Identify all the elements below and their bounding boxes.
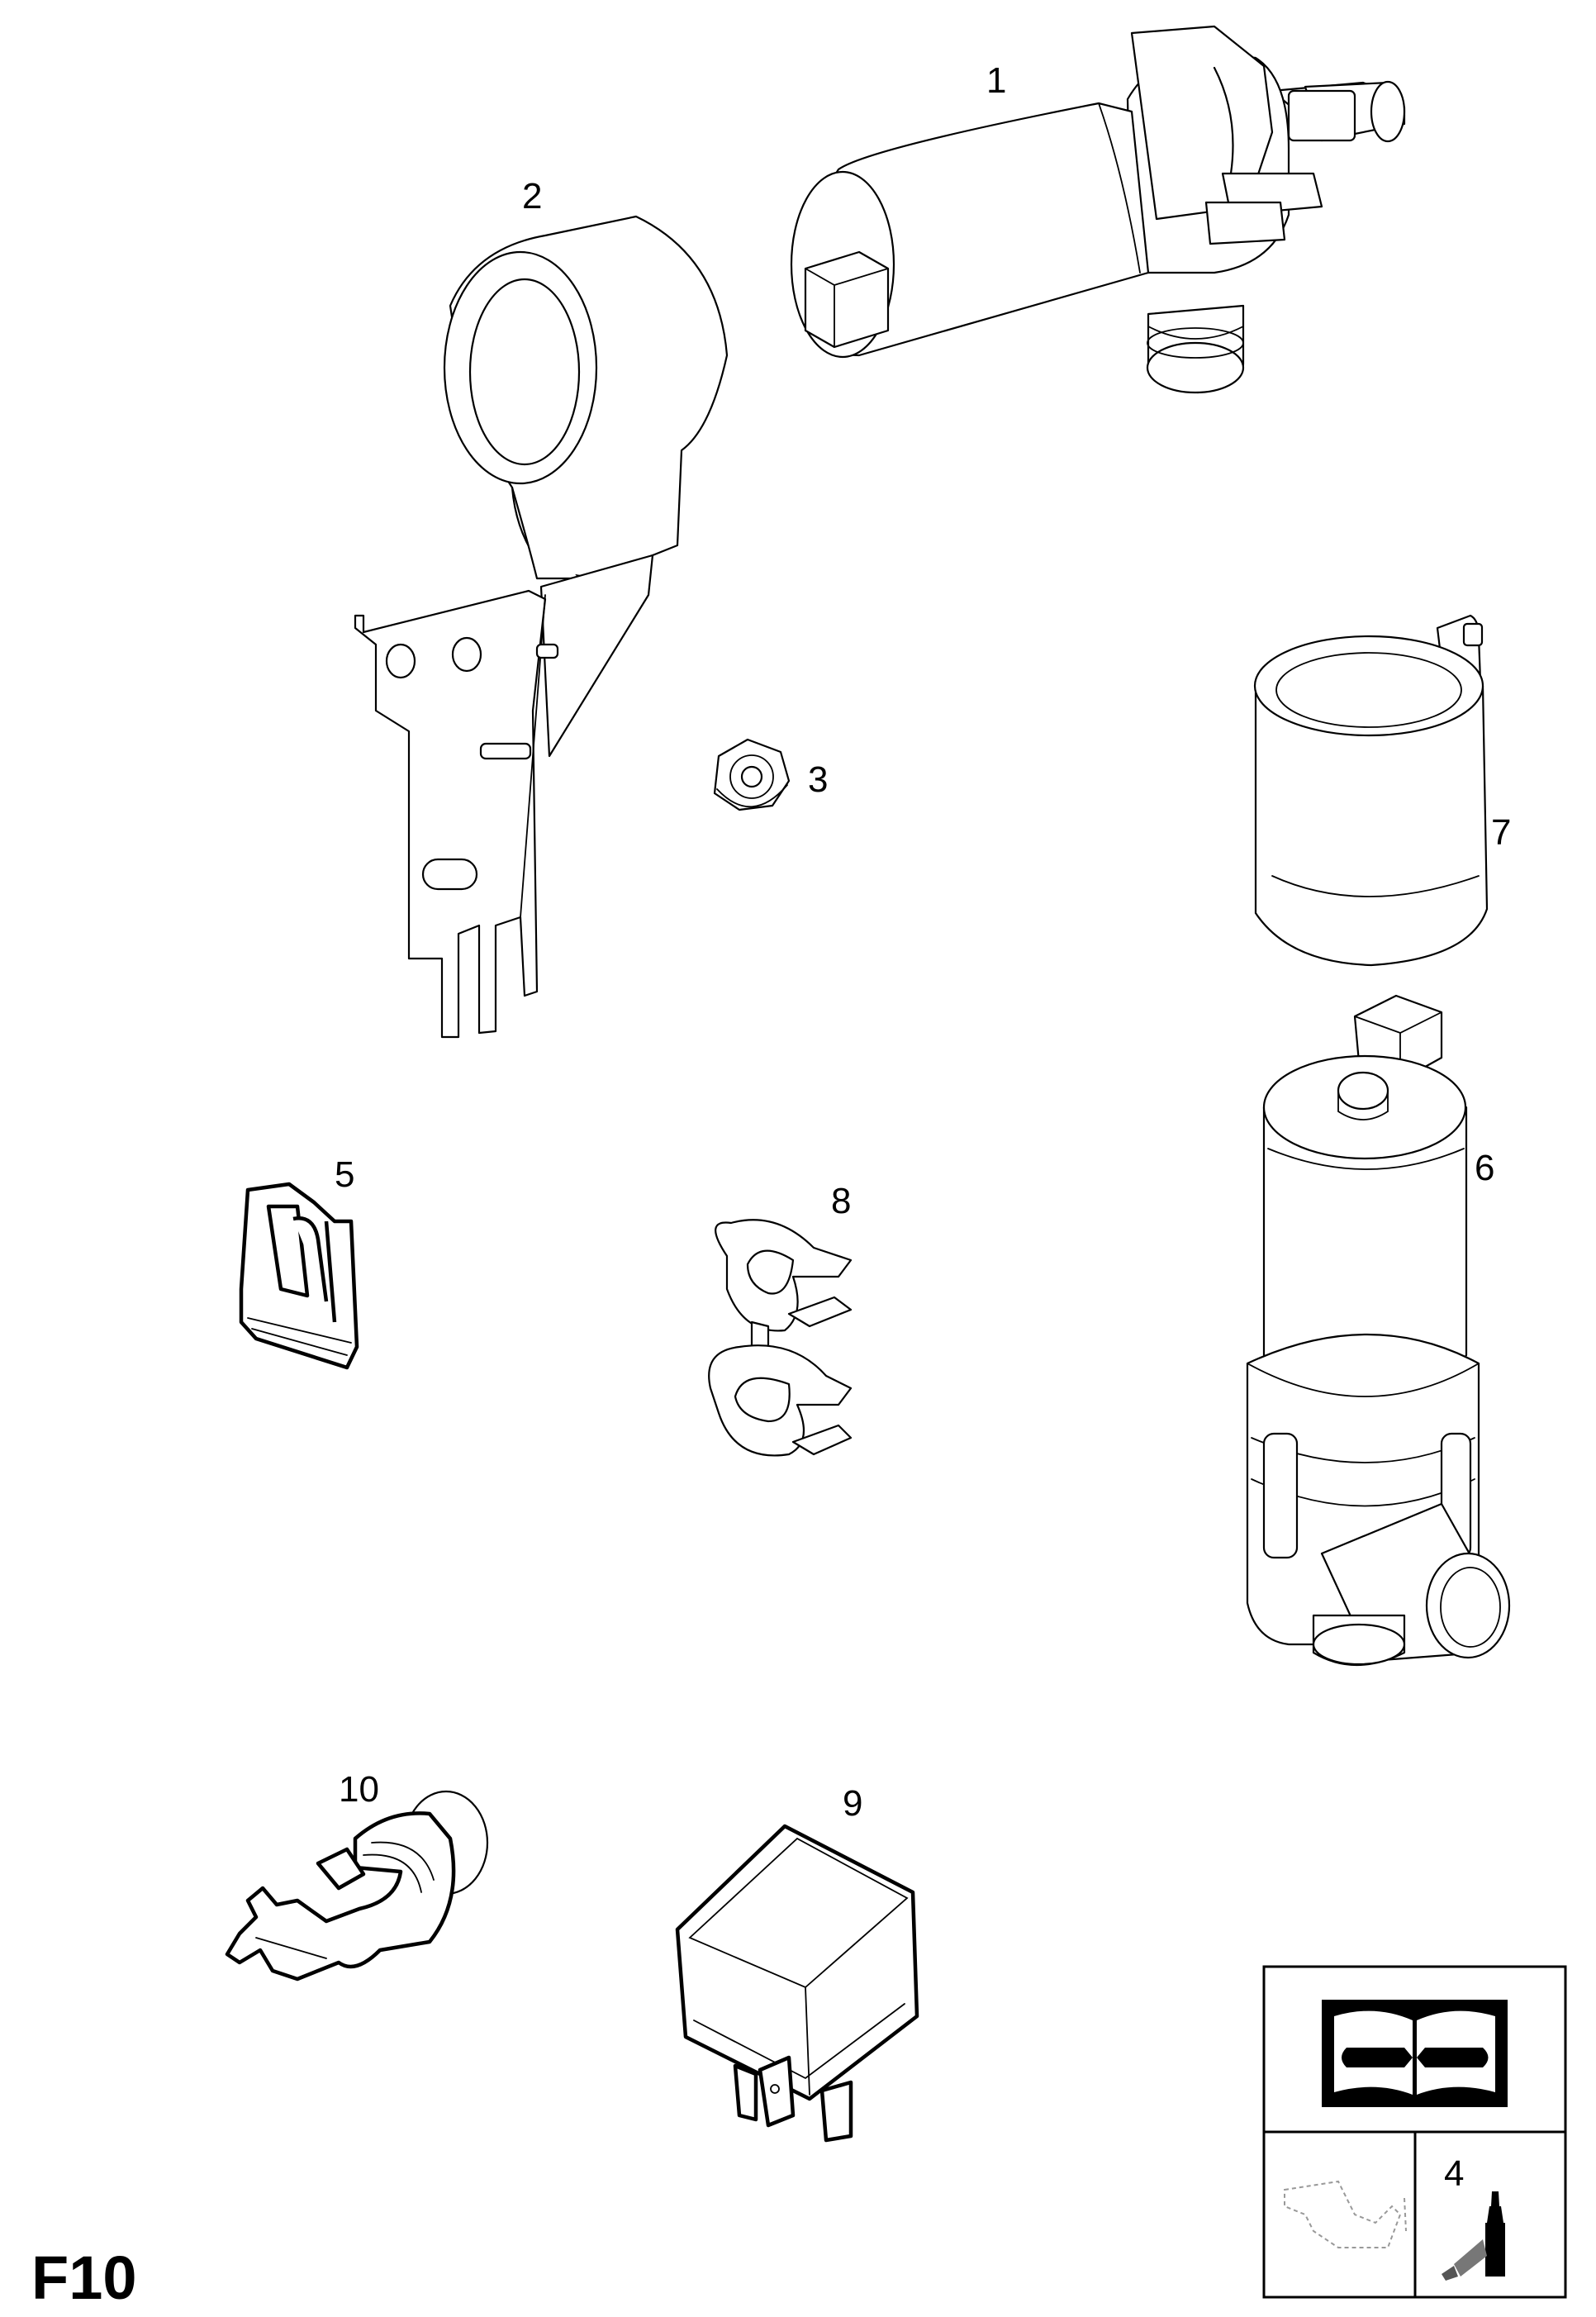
- part-9-relay[interactable]: [675, 1824, 919, 2143]
- callout-6: 6: [1475, 1148, 1494, 1188]
- callout-2: 2: [522, 176, 542, 216]
- part-6-water-pump-vertical[interactable]: [1246, 994, 1511, 1666]
- part-10-hose-clip[interactable]: [225, 1790, 489, 1982]
- callout-4: 4: [1444, 2153, 1464, 2194]
- callout-8: 8: [831, 1181, 851, 1221]
- sheet-code: F10: [31, 2243, 137, 2312]
- service-manual-icon: [1322, 2000, 1508, 2107]
- part-8-double-hose-clamp[interactable]: [708, 1219, 853, 1457]
- part-3-flange-nut[interactable]: [713, 738, 791, 811]
- callout-1: 1: [986, 60, 1006, 101]
- oil-pan-icon: [1284, 2180, 1407, 2248]
- callout-5: 5: [335, 1154, 354, 1195]
- part-1-water-pump[interactable]: [790, 25, 1406, 394]
- part-5-retaining-clip[interactable]: [239, 1182, 359, 1370]
- legend-box: 4: [1262, 1965, 1567, 2299]
- callout-9: 9: [843, 1783, 862, 1824]
- callout-7: 7: [1491, 812, 1511, 853]
- callout-10: 10: [339, 1769, 379, 1810]
- callout-3: 3: [808, 759, 828, 800]
- part-7-rubber-sleeve[interactable]: [1253, 614, 1489, 967]
- part-2-pump-bracket[interactable]: [354, 215, 729, 1039]
- sealant-bottle-icon: [1442, 2191, 1505, 2281]
